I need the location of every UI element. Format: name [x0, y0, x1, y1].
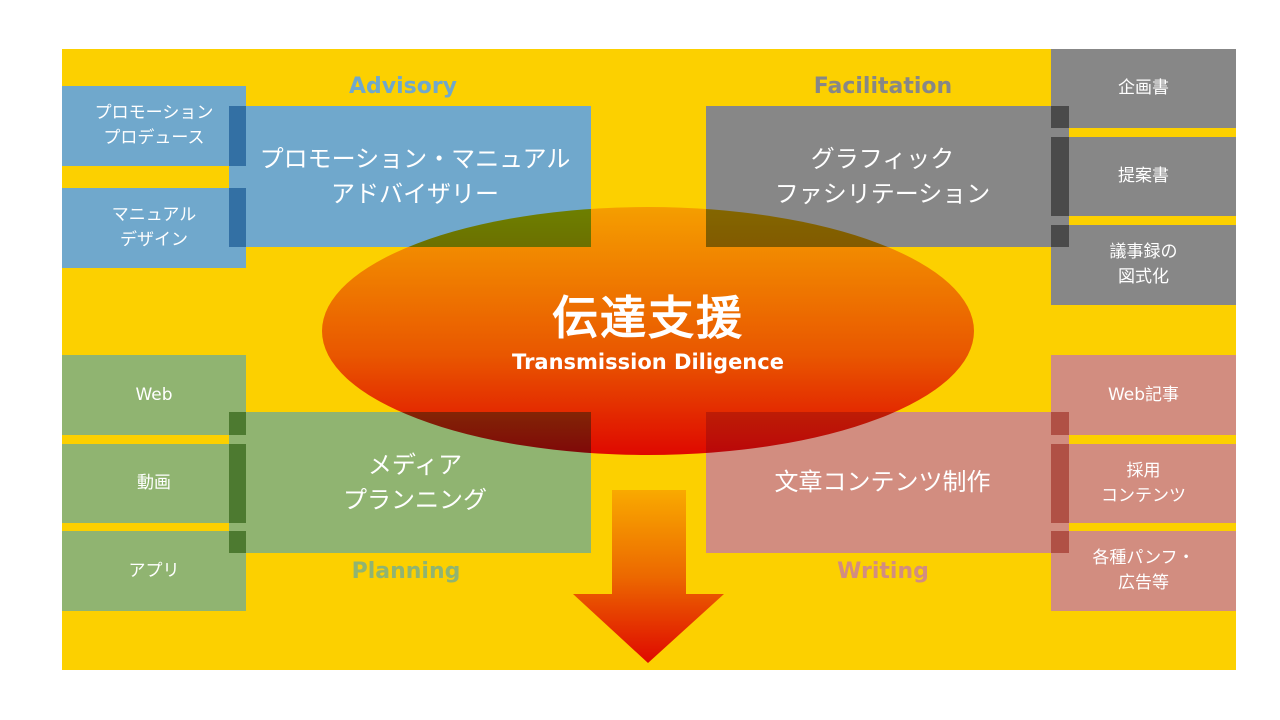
planning-connector: [229, 531, 246, 553]
planning-item: Web: [62, 355, 246, 435]
facilitation-item: 議事録の 図式化: [1051, 225, 1236, 305]
facilitation-item: 企画書: [1051, 49, 1236, 128]
advisory-connector: [229, 106, 246, 166]
center-text: 伝達支援 Transmission Diligence: [448, 282, 848, 374]
facilitation-connector: [1051, 106, 1069, 128]
writing-main-box: 文章コンテンツ制作: [706, 412, 1069, 553]
writing-item: 各種パンフ・ 広告等: [1051, 531, 1236, 611]
planning-main-box: メディア プランニング: [229, 412, 591, 553]
advisory-item: プロモーション プロデュース: [62, 86, 246, 166]
writing-item: 採用 コンテンツ: [1051, 444, 1236, 523]
facilitation-connector: [1051, 225, 1069, 247]
advisory-label: Advisory: [348, 74, 458, 99]
center-title: 伝達支援: [552, 291, 744, 345]
facilitation-main-box: グラフィック ファシリテーション: [706, 106, 1069, 247]
facilitation-item: 提案書: [1051, 137, 1236, 216]
facilitation-connector: [1051, 137, 1069, 216]
planning-connector: [229, 412, 246, 435]
planning-item: 動画: [62, 444, 246, 523]
planning-connector: [229, 444, 246, 523]
facilitation-label: Facilitation: [813, 74, 953, 99]
center-subtitle: Transmission Diligence: [512, 350, 784, 374]
advisory-item: マニュアル デザイン: [62, 188, 246, 268]
advisory-main-box: プロモーション・マニュアル アドバイザリー: [229, 106, 591, 247]
writing-connector: [1051, 412, 1069, 435]
writing-connector: [1051, 444, 1069, 523]
planning-item: アプリ: [62, 531, 246, 611]
planning-label: Planning: [351, 559, 461, 584]
writing-label: Writing: [837, 559, 929, 584]
writing-connector: [1051, 531, 1069, 553]
advisory-connector: [229, 188, 246, 247]
writing-item: Web記事: [1051, 355, 1236, 435]
